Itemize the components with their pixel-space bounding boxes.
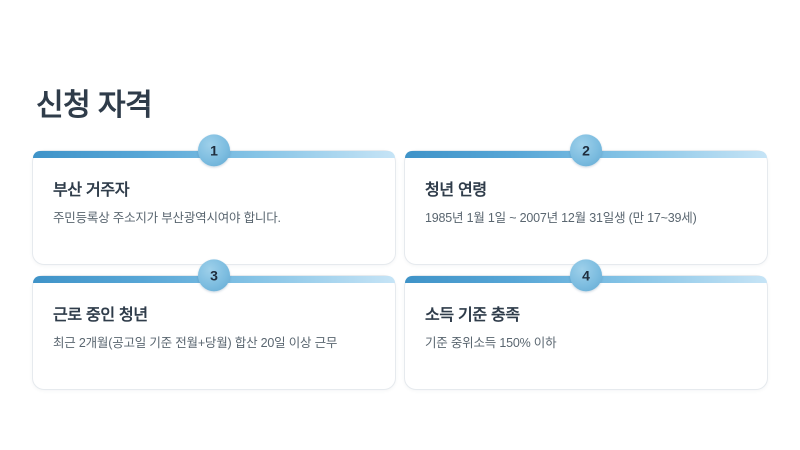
card-title: 근로 중인 청년: [53, 307, 148, 324]
card-description: 기준 중위소득 150% 이하: [425, 336, 557, 350]
qualification-card-4[interactable]: 4 소득 기준 충족 기준 중위소득 150% 이하: [404, 259, 768, 390]
qualification-card-2[interactable]: 2 청년 연령 1985년 1월 1일 ~ 2007년 12월 31일생 (만 …: [404, 134, 768, 265]
card-number-badge: 4: [570, 259, 602, 292]
card-title: 청년 연령: [425, 182, 487, 199]
card-description: 최근 2개월(공고일 기준 전월+당월) 합산 20일 이상 근무: [53, 336, 338, 350]
card-number-badge: 3: [198, 259, 230, 292]
card-title: 소득 기준 충족: [425, 307, 520, 324]
qualification-card-grid: 1 부산 거주자 주민등록상 주소지가 부산광역시여야 합니다. 2 청년 연령…: [32, 134, 768, 390]
card-number-badge: 1: [198, 134, 230, 167]
page-title: 신청 자격: [36, 89, 153, 123]
card-number-badge: 2: [570, 134, 602, 167]
qualification-card-3[interactable]: 3 근로 중인 청년 최근 2개월(공고일 기준 전월+당월) 합산 20일 이…: [32, 259, 396, 390]
card-description: 주민등록상 주소지가 부산광역시여야 합니다.: [53, 211, 281, 225]
qualification-card-1[interactable]: 1 부산 거주자 주민등록상 주소지가 부산광역시여야 합니다.: [32, 134, 396, 265]
card-title: 부산 거주자: [53, 182, 130, 199]
card-description: 1985년 1월 1일 ~ 2007년 12월 31일생 (만 17~39세): [425, 211, 697, 225]
